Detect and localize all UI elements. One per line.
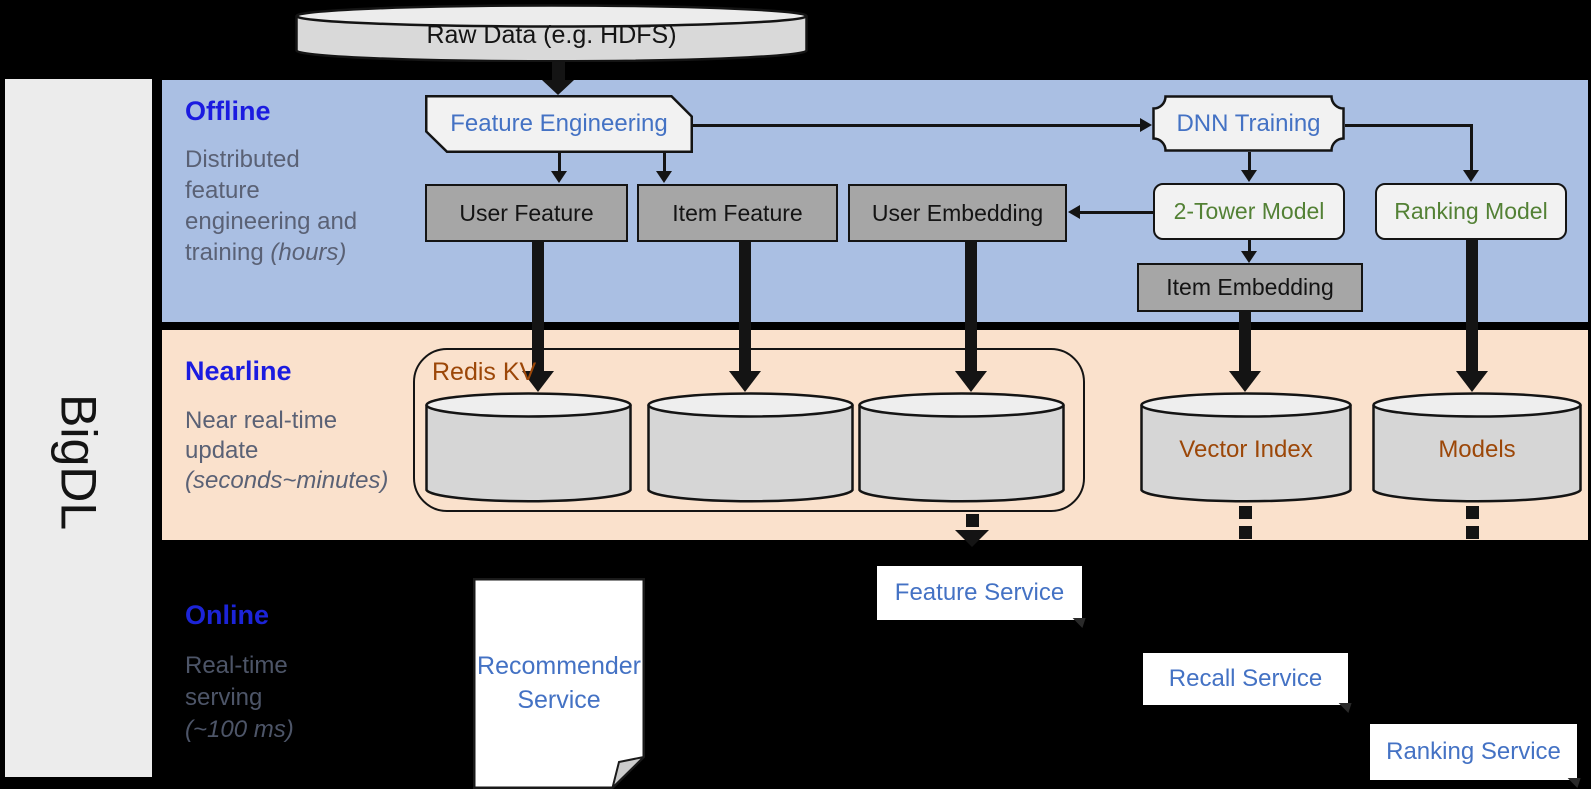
arrow-userembedding-redis-head [955, 371, 987, 392]
arrow-dnn-twotower-head [1241, 170, 1257, 182]
redis-kv-label: Redis KV [432, 358, 537, 386]
user-embedding-node: User Embedding [848, 184, 1067, 242]
dashed-arrow-models [1466, 506, 1479, 519]
nearline-desc-line: (seconds~minutes) [185, 467, 389, 494]
ranking-model-label: Ranking Model [1394, 198, 1548, 224]
arrow-dnn-ranking-h [1345, 124, 1472, 127]
dashed-arrow-redis-featureservice-head [955, 530, 989, 547]
ranking-service-node: Ranking Service [1370, 724, 1581, 788]
arrow-rawdata-fe-head [542, 80, 574, 95]
feature-service-label: Feature Service [894, 579, 1065, 606]
fold-mark [1335, 703, 1352, 713]
recall-service-label: Recall Service [1168, 665, 1323, 692]
document-shape [473, 578, 647, 789]
vector-index-cylinder: Vector Index [1140, 392, 1352, 504]
offline-desc-line: engineering and [185, 208, 358, 235]
raw-data-cylinder-shape [295, 4, 808, 63]
offline-desc-line: training (hours) [185, 239, 347, 266]
online-desc-line: Real-time [185, 652, 288, 679]
arrow-rankingmodel-models [1466, 240, 1478, 372]
arrow-twotower-itemembedding-head [1241, 251, 1257, 263]
fold-mark [1564, 778, 1581, 788]
arrow-fe-dnn [693, 124, 1141, 127]
fold-mark [1069, 618, 1086, 628]
redis-cylinder-3 [858, 392, 1065, 504]
dashed-arrow-redis-featureservice [966, 514, 979, 527]
offline-title: Offline [185, 96, 271, 126]
dashed-arrow-vectorindex [1239, 526, 1252, 539]
recommender-service-node: Recommender Service [473, 578, 647, 789]
arrow-fe-userfeature [558, 153, 561, 172]
raw-data-cylinder: Raw Data (e.g. HDFS) [295, 4, 808, 63]
dnn-training-label: DNN Training [1176, 109, 1321, 137]
nearline-desc-line: Near real-time [185, 407, 338, 434]
raw-data-label: Raw Data (e.g. HDFS) [426, 20, 677, 49]
item-feature-node: Item Feature [637, 184, 838, 242]
recall-service-node: Recall Service [1143, 653, 1352, 713]
arrow-userfeature-redis-head [522, 371, 554, 392]
nearline-title: Nearline [185, 356, 292, 386]
arrow-rawdata-fe [552, 62, 565, 82]
online-desc-line: (~100 ms) [185, 716, 294, 743]
feature-engineering-label: Feature Engineering [450, 110, 668, 137]
arrow-dnn-ranking-head [1463, 170, 1479, 182]
item-embedding-node: Item Embedding [1137, 263, 1363, 312]
arrow-itemembedding-vectorindex [1239, 312, 1251, 372]
vector-index-label: Vector Index [1179, 436, 1313, 463]
arrow-twotower-userembedding-head [1068, 205, 1080, 219]
nearline-desc-line: update [185, 437, 259, 464]
ranking-model-node: Ranking Model [1375, 183, 1567, 240]
online-title: Online [185, 600, 270, 630]
dnn-training-node: DNN Training [1152, 95, 1345, 152]
offline-description: Distributed feature engineering and trai… [185, 144, 415, 268]
offline-desc-line: Distributed [185, 146, 300, 173]
models-label: Models [1438, 436, 1516, 463]
recommender-service-label: Recommender Service [477, 652, 641, 714]
dashed-arrow-vectorindex [1239, 506, 1252, 519]
arrow-dnn-ranking-v [1470, 124, 1473, 172]
offline-desc-line: feature [185, 177, 260, 204]
feature-service-node: Feature Service [877, 566, 1086, 628]
item-feature-label: Item Feature [672, 199, 803, 226]
bigdl-sidebar: BigDL [5, 79, 152, 777]
arrow-itemfeature-redis [739, 242, 751, 372]
redis-cylinder-2 [647, 392, 854, 504]
user-feature-label: User Feature [459, 199, 594, 226]
redis-cylinder-1 [425, 392, 632, 504]
online-description: Real-time serving (~100 ms) [185, 650, 425, 746]
arrow-itemfeature-redis-head [729, 371, 761, 392]
feature-engineering-node: Feature Engineering [425, 95, 693, 153]
arrow-twotower-userembedding [1078, 211, 1153, 214]
arrow-userembedding-redis [965, 242, 977, 372]
dnn-training-shape [1152, 95, 1345, 152]
arrow-userfeature-redis [532, 242, 544, 372]
arrow-fe-userfeature-head [551, 171, 567, 183]
arrow-fe-itemfeature [663, 153, 666, 172]
arrow-twotower-itemembedding [1248, 240, 1251, 253]
item-embedding-label: Item Embedding [1166, 274, 1334, 300]
nearline-description: Near real-time update (seconds~minutes) [185, 406, 445, 496]
arrow-itemembedding-vectorindex-head [1229, 371, 1261, 392]
bigdl-label: BigDL [50, 393, 107, 531]
ranking-service-label: Ranking Service [1386, 738, 1561, 765]
arrow-dnn-twotower [1248, 152, 1251, 172]
dashed-arrow-models [1466, 526, 1479, 539]
arrow-fe-itemfeature-head [656, 171, 672, 183]
user-embedding-label: User Embedding [871, 199, 1044, 226]
arrow-rankingmodel-models-head [1456, 371, 1488, 392]
user-feature-node: User Feature [425, 184, 628, 242]
feature-engineering-shape [425, 95, 693, 153]
arrow-fe-dnn-head [1140, 118, 1152, 132]
two-tower-model-label: 2-Tower Model [1173, 198, 1325, 224]
models-cylinder: Models [1372, 392, 1582, 504]
redis-kv-container [413, 348, 1085, 512]
two-tower-model-node: 2-Tower Model [1153, 183, 1345, 240]
online-desc-line: serving [185, 684, 263, 711]
